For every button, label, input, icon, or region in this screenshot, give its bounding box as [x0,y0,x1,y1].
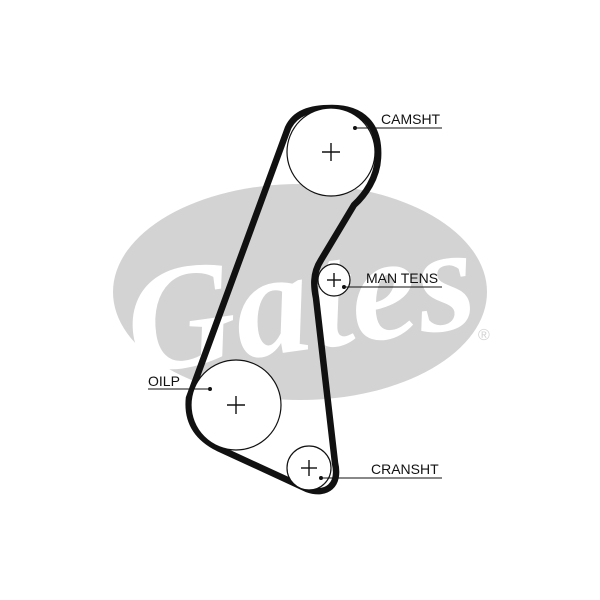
registered-mark: ® [478,327,490,344]
label-crankshaft: CRANSHT [371,461,439,477]
camshaft-pulley [286,107,376,197]
label-manual-tensioner: MAN TENS [366,270,438,286]
crankshaft-pulley [286,445,332,491]
leader-lines [148,127,442,479]
manual-tensioner-pulley [317,263,351,297]
timing-belt [185,104,382,495]
label-camshaft: CAMSHT [381,111,441,127]
label-oil-pump: OILP [148,373,180,389]
oil-pump-pulley [190,359,282,451]
